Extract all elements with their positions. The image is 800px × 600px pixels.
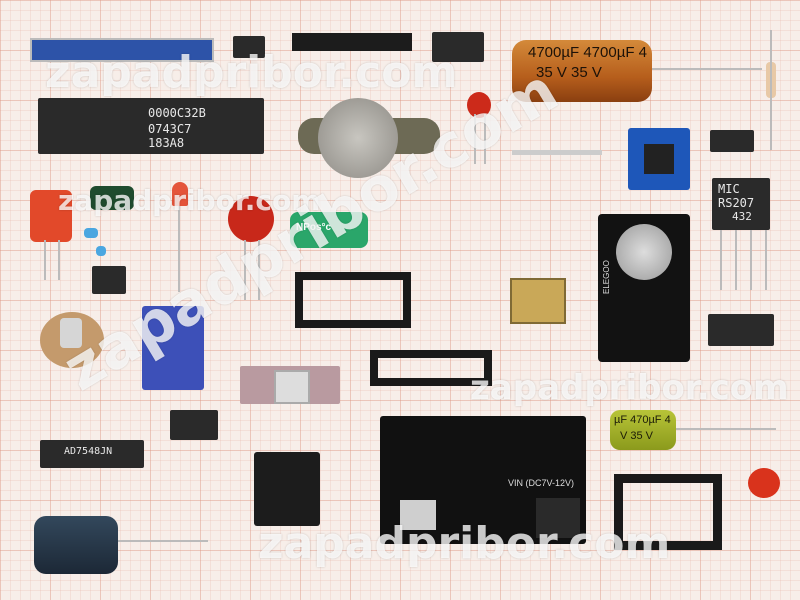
sop-chip (170, 410, 218, 440)
capacitor-leads (258, 240, 260, 300)
red-varistor (30, 190, 72, 242)
varistor-leads (58, 240, 60, 280)
small-cap-label-bottom: V 35 V (620, 430, 654, 442)
led-leads (178, 206, 180, 292)
capacitor-lead (652, 68, 762, 70)
usb-port (400, 500, 436, 530)
capacitor-leads (474, 114, 476, 164)
varistor-leads (44, 240, 46, 280)
dip40-chip: 0000C32B 0743C7 183A8 (38, 98, 264, 154)
capacitor-leads (484, 114, 486, 164)
smd-chip-top (432, 32, 484, 62)
bridge-leads (720, 230, 722, 290)
ceramic-capacitor-large (228, 196, 274, 242)
pin-header-strip (292, 33, 412, 51)
capacitor-leads (244, 240, 246, 300)
blue-wireless-module (628, 128, 690, 190)
dip16-chip: AD7548JN (40, 440, 144, 468)
breadboard-power-module: VIN (DC7V-12V) (380, 416, 586, 544)
sensor-module (142, 306, 204, 390)
small-chip (92, 266, 126, 294)
watermark-bottom: zapadpribor.com (258, 518, 671, 569)
potentiometer-shaft (60, 318, 82, 348)
small-blue-capacitor (84, 228, 98, 238)
power-jack (536, 498, 580, 538)
large-cap-label-bottom: 35 V 35 V (536, 64, 602, 81)
rtc-brand-label: ELEGOO (602, 260, 611, 294)
large-electrolytic-capacitor: 4700µF 4700µF 4 35 V 35 V (512, 40, 652, 102)
dip-socket-bottom-right (614, 474, 722, 550)
soic-chip-right (710, 130, 754, 152)
dip40-label-line2: 0743C7 (148, 122, 192, 136)
eprom-chip (240, 366, 340, 404)
green-capacitor: NPos°c (290, 212, 368, 248)
ceramic-capacitor-bottom (748, 468, 780, 498)
capacitor-lead (118, 540, 208, 542)
soic-chip-right-lower (708, 314, 774, 346)
small-electrolytic-capacitor: µF 470µF 4 V 35 V (610, 410, 676, 450)
rtc-module: ELEGOO (598, 214, 690, 362)
power-module-vin-label: VIN (DC7V-12V) (508, 478, 575, 488)
dip16-label: AD7548JN (64, 446, 113, 457)
capacitor-lead (676, 428, 776, 430)
bridge-leads (750, 230, 752, 290)
watermark-top: zapadpribor.com (45, 47, 458, 98)
bridge-label-line2: RS207 (718, 196, 755, 210)
coin-cell-battery (616, 224, 672, 280)
ceramic-capacitor-small (467, 92, 491, 118)
watermark-right: zapadpribor.com (470, 368, 789, 408)
large-cap-label-top: 4700µF 4700µF 4 (528, 44, 648, 61)
blue-electrolytic-capacitor (34, 516, 118, 574)
inductor (90, 186, 134, 210)
terminal-block (254, 452, 320, 526)
eprom-window (274, 370, 310, 404)
gold-ceramic-ic (510, 278, 566, 324)
small-cap-label-top: µF 470µF 4 (614, 414, 671, 426)
resistor-lead (770, 30, 772, 150)
green-cap-label: NPos°c (296, 222, 332, 233)
bridge-label-line3: 432 (732, 210, 752, 223)
small-blue-capacitor (96, 246, 106, 256)
bridge-leads (765, 230, 767, 290)
module-chip (644, 144, 674, 174)
watermark-left: zapadpribor.com (58, 184, 321, 217)
trimmer-shaft (512, 150, 602, 155)
red-led (172, 182, 188, 206)
dip40-label-line1: 0000C32B (148, 106, 206, 120)
bridge-leads (735, 230, 737, 290)
dip40-label-line3: 183A8 (148, 136, 185, 150)
soic-chip-top (233, 36, 265, 58)
bridge-label-line1: MIC (718, 182, 740, 196)
bridge-rectifier: MIC RS207 432 (712, 178, 770, 230)
dip-socket-wide (370, 350, 492, 386)
dip-socket (295, 272, 411, 328)
edge-connector (30, 38, 214, 62)
thermostat-body (318, 98, 398, 178)
